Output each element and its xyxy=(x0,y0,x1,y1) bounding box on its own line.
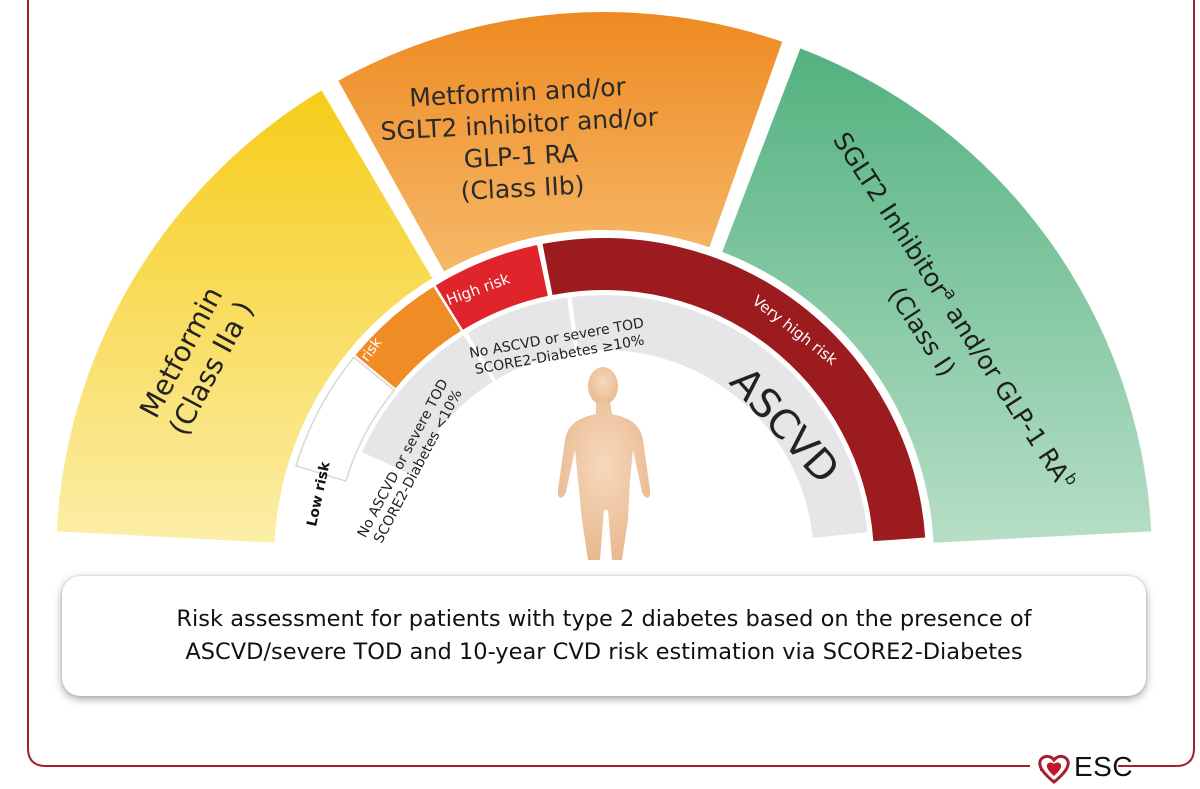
low-risk-band xyxy=(295,356,396,482)
arc-separator xyxy=(317,78,443,282)
moderate-risk-band xyxy=(355,286,461,389)
arc-separator xyxy=(708,34,795,255)
combo-label: Metformin and/orSGLT2 inhibitor and/orGL… xyxy=(378,71,662,210)
caption-line-2: ASCVD/severe TOD and 10-year CVD risk es… xyxy=(185,639,1023,665)
metformin-arc xyxy=(56,85,440,543)
criteria-ascvd-band xyxy=(571,295,868,539)
high-risk-band xyxy=(435,245,548,330)
criteria-low-moderate-band xyxy=(361,335,493,475)
criteria-high-band xyxy=(467,297,575,380)
very-high-risk-band xyxy=(542,237,926,542)
esc-heart-logo-icon xyxy=(1038,754,1070,784)
frame-border xyxy=(27,0,1195,767)
esc-logo-text: ESC xyxy=(1074,751,1134,782)
combo-arc xyxy=(338,12,792,272)
sglt2-arc xyxy=(722,48,1152,543)
caption-line-1: Risk assessment for patients with type 2… xyxy=(176,606,1032,632)
human-figure-icon xyxy=(557,367,651,560)
caption-box: Risk assessment for patients with type 2… xyxy=(62,576,1146,696)
